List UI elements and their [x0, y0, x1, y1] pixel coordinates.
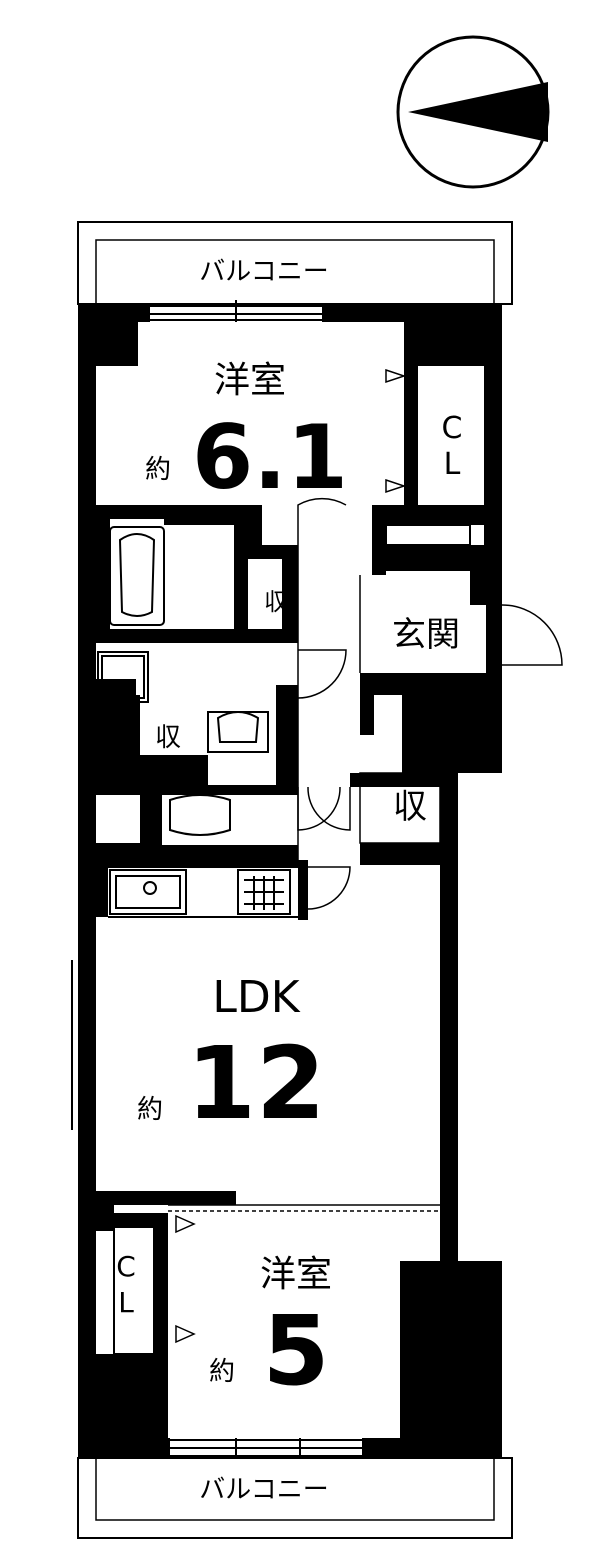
toilet-icon — [169, 794, 231, 836]
door-ldk — [307, 866, 351, 910]
room-bottom-prefix: 約 — [209, 1357, 235, 1387]
closet-door-marker — [385, 478, 407, 494]
storage-label-1: 収 — [264, 588, 288, 616]
balcony-top — [77, 221, 513, 305]
closet-top-c: C — [442, 411, 463, 446]
windows — [71, 300, 362, 1458]
door-top-room — [297, 497, 347, 545]
bathtub-icon — [109, 526, 165, 626]
doors — [168, 368, 563, 1344]
closet-bottom-l: L — [118, 1286, 134, 1319]
door-toilet — [297, 786, 341, 831]
balcony-bottom — [77, 1457, 513, 1539]
entrance-label: 玄関 — [392, 615, 460, 655]
ldk-name: LDK — [212, 972, 300, 1023]
balcony-top-label: バルコニー — [199, 257, 328, 287]
closet-door-marker — [175, 1324, 196, 1344]
stove-icon — [237, 869, 291, 915]
closet-bottom-c: C — [116, 1250, 136, 1283]
walls — [78, 304, 502, 1458]
room-top-size: 6.1 — [192, 406, 348, 509]
bathtub-basin-icon — [118, 533, 156, 617]
door-entrance — [501, 604, 563, 666]
closet-top-l: L — [444, 447, 461, 482]
fixtures — [97, 524, 471, 1355]
storage-label-3: 収 — [393, 787, 427, 827]
ldk-prefix: 約 — [137, 1095, 163, 1125]
door-storage — [307, 786, 351, 831]
north-arrow-compass — [396, 35, 550, 189]
balcony-bottom-label: バルコニー — [199, 1475, 328, 1505]
ldk-size: 12 — [186, 1025, 325, 1142]
closet-door-marker — [385, 368, 407, 384]
north-arrow-icon — [408, 82, 548, 142]
storage-label-2: 収 — [155, 723, 181, 753]
kitchen-sink-icon — [109, 869, 187, 915]
door-wash — [297, 649, 347, 699]
room-bottom-name: 洋室 — [260, 1254, 332, 1295]
room-top-prefix: 約 — [145, 455, 171, 485]
room-bottom-size: 5 — [263, 1295, 330, 1407]
room-top-name: 洋室 — [214, 360, 286, 401]
washing-machine-icon — [97, 651, 149, 703]
closet-door-marker — [175, 1214, 196, 1234]
